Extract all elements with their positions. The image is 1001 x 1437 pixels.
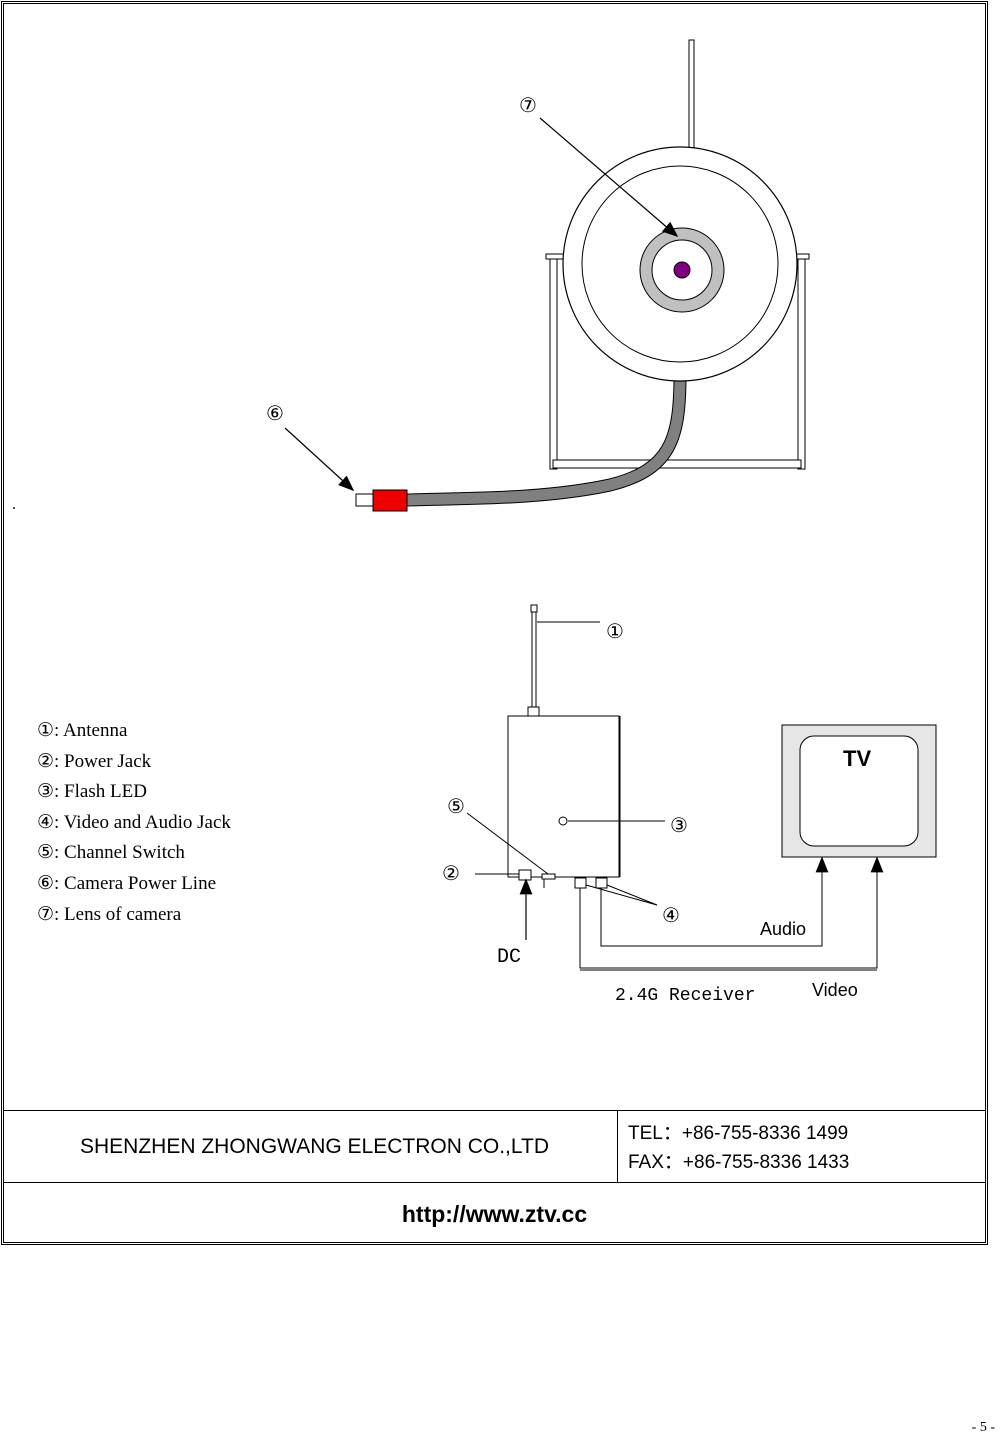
product-diagram: ⑦ ⑥ ① ③ ⑤ ② DC ④ xyxy=(266,39,937,1006)
callout-5-line xyxy=(466,812,553,878)
page-number: - 5 - xyxy=(971,1420,995,1435)
receiver-box xyxy=(507,715,620,878)
legend-item: ⑦: Lens of camera xyxy=(37,903,182,925)
page-frame xyxy=(1,1,988,1245)
footer-info-row: SHENZHEN ZHONGWANG ELECTRON CO.,LTD TEL：… xyxy=(4,1110,985,1183)
callout-4: ④ xyxy=(662,905,680,927)
legend-item: ⑥: Camera Power Line xyxy=(37,872,217,894)
flash-led xyxy=(558,816,568,826)
receiver-antenna-base xyxy=(527,706,540,717)
audio-label: Audio xyxy=(760,919,806,939)
video-jack xyxy=(574,877,587,889)
camera-stand-base xyxy=(552,459,802,469)
company-name: SHENZHEN ZHONGWANG ELECTRON CO.,LTD xyxy=(4,1111,618,1183)
channel-switch xyxy=(541,873,556,880)
tv-label: TV xyxy=(843,746,871,771)
legend-item: ③: Flash LED xyxy=(37,781,147,803)
legend-item: ①: Antenna xyxy=(37,720,128,741)
callout-6: ⑥ xyxy=(266,403,284,425)
contact-info: TEL：+86-755-8336 1499 FAX：+86-755-8336 1… xyxy=(628,1119,849,1177)
camera-stand-left xyxy=(549,257,558,470)
power-plug-tip xyxy=(355,493,375,507)
receiver-illustration: ① ③ ⑤ ② DC ④ Audio Video 2.4G Receiver xyxy=(442,604,937,1006)
callout-3: ③ xyxy=(670,815,688,837)
video-wire xyxy=(579,856,884,969)
camera-power-cable xyxy=(400,368,687,507)
camera-stand-cap-left xyxy=(545,253,565,260)
legend-item: ⑤: Channel Switch xyxy=(37,842,185,864)
camera-lens xyxy=(673,261,691,279)
callout-1: ① xyxy=(606,621,624,643)
callout-6-arrow xyxy=(284,427,355,492)
legend-item: ④: Video and Audio Jack xyxy=(37,811,231,833)
camera-antenna xyxy=(688,39,695,149)
callout-7: ⑦ xyxy=(519,95,537,117)
audio-jack xyxy=(595,877,608,889)
callout-5: ⑤ xyxy=(447,796,465,818)
callout-2: ② xyxy=(442,863,460,885)
video-label: Video xyxy=(812,980,858,1000)
power-plug xyxy=(372,489,408,512)
power-jack xyxy=(518,869,532,881)
tv-screen xyxy=(799,735,919,847)
website-link[interactable]: http://www.ztv.cc xyxy=(401,1200,588,1227)
audio-wire xyxy=(600,856,829,947)
legend-item: ②: Power Jack xyxy=(37,750,152,772)
fax: FAX：+86-755-8336 1433 xyxy=(628,1152,850,1173)
receiver-antenna-tip xyxy=(530,604,538,613)
dc-label: DC xyxy=(497,946,521,969)
callout-4-line-a xyxy=(585,884,658,906)
callout-legend: ①: Antenna ②: Power Jack ③: Flash LED ④:… xyxy=(37,716,231,930)
callout-4-line-b xyxy=(606,884,658,906)
receiver-title: 2.4G Receiver xyxy=(615,986,755,1006)
telephone: TEL：+86-755-8336 1499 xyxy=(628,1123,849,1144)
stray-dot: . xyxy=(12,496,16,513)
camera-illustration: ⑦ ⑥ xyxy=(266,39,810,512)
camera-stand-right xyxy=(797,257,806,470)
callout-7-arrow xyxy=(539,117,679,238)
